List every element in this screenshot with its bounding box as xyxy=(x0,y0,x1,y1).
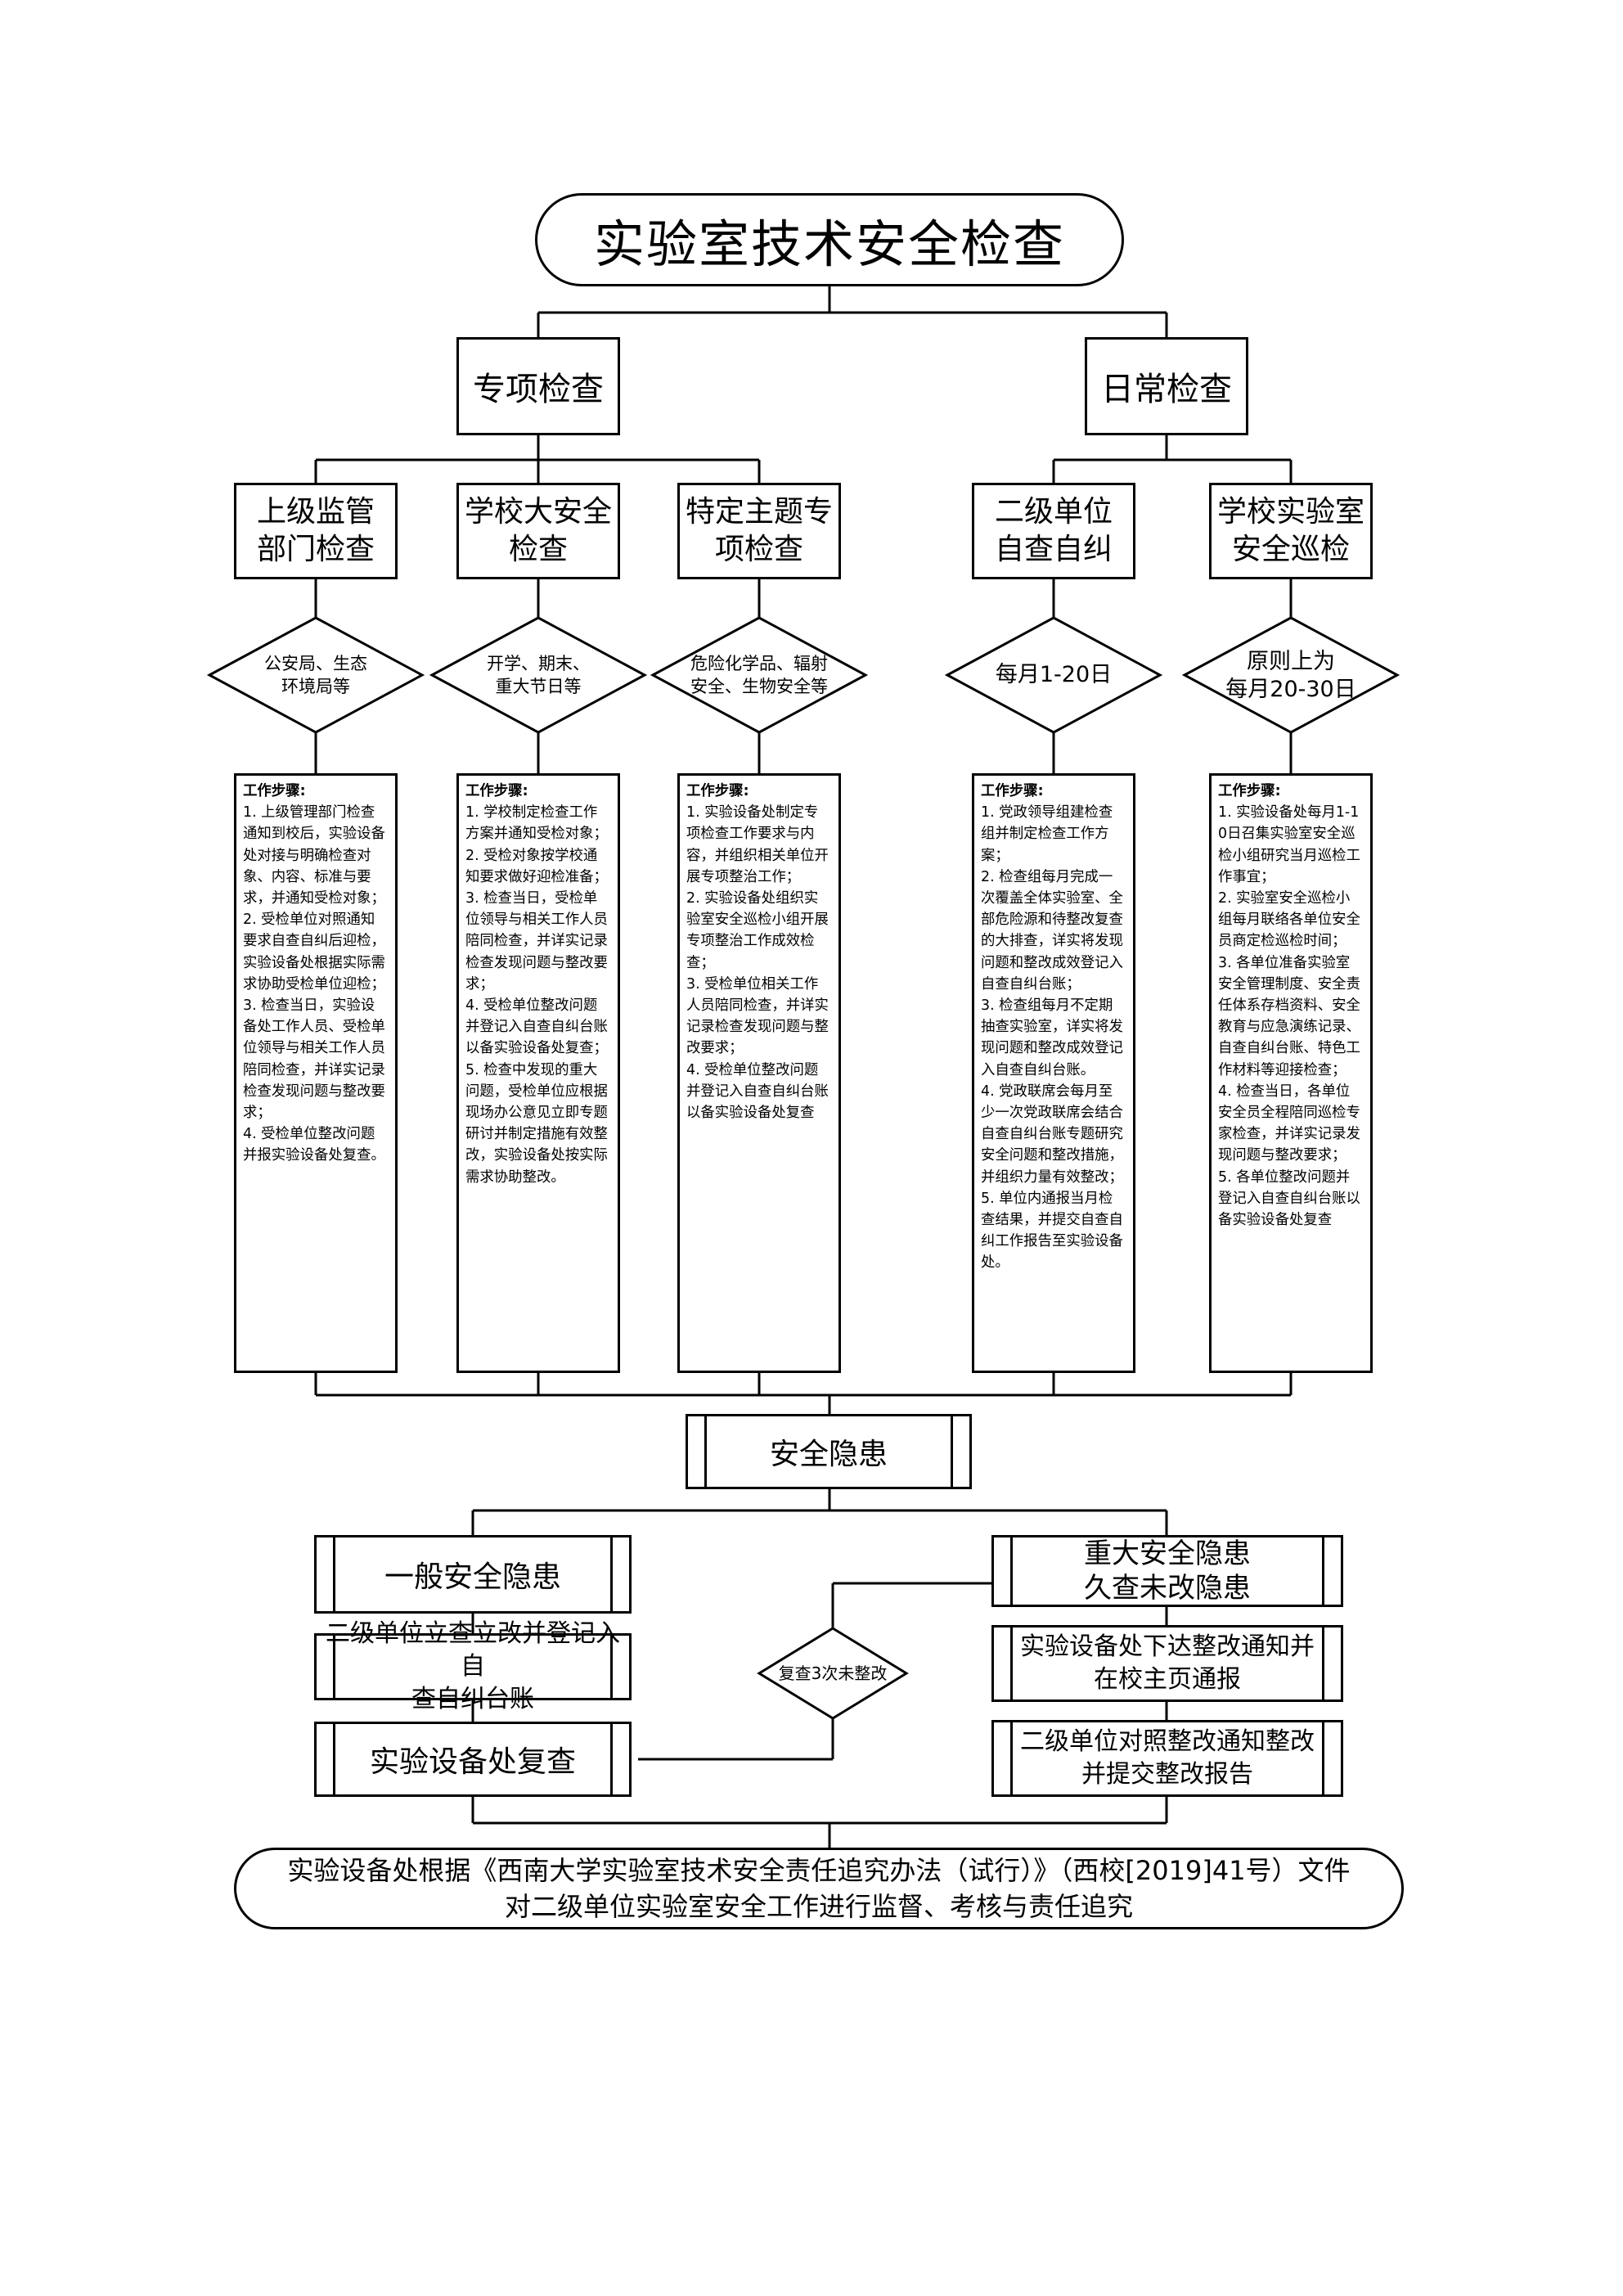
steps-heading: 工作步骤: xyxy=(981,783,1044,799)
condition-diamond xyxy=(650,616,869,734)
general-hazard-box: 一般安全隐患 xyxy=(314,1535,632,1614)
column-label: 学校实验室 安全巡检 xyxy=(1216,495,1364,566)
daily-inspection-label: 日常检查 xyxy=(1101,371,1232,408)
column-box-themed: 特定主题专 项检查 xyxy=(677,483,841,579)
major-step-report-box: 二级单位对照整改通知整改 并提交整改报告 xyxy=(991,1720,1343,1797)
condition-label: 危险化学品、辐射 安全、生物安全等 xyxy=(690,654,828,696)
chart-title-text: 实验室技术安全检查 xyxy=(593,214,1065,274)
column-label: 特定主题专 项检查 xyxy=(685,495,833,566)
general-step-recheck-label: 实验设备处复查 xyxy=(369,1745,576,1779)
steps-text: 1. 上级管理部门检查通知到校后，实验设备处对接与明确检查对象、内容、标准与要求… xyxy=(243,804,385,1164)
major-step-report-label: 二级单位对照整改通知整改 并提交整改报告 xyxy=(1020,1727,1315,1789)
condition-label: 公安局、生态 环境局等 xyxy=(264,654,367,696)
general-hazard-label: 一般安全隐患 xyxy=(384,1560,561,1594)
accountability-footer-text: 实验设备处根据《西南大学实验室技术安全责任追究办法（试行）》（西校[2019]4… xyxy=(287,1855,1351,1922)
major-step-notice-box: 实验设备处下达整改通知并 在校主页通报 xyxy=(991,1625,1343,1702)
safety-hazard-box: 安全隐患 xyxy=(686,1414,972,1489)
steps-heading: 工作步骤: xyxy=(1218,783,1281,799)
steps-text: 1. 实验设备处每月1-10日召集实验室安全巡检小组研究当月巡检工作事宜； 2.… xyxy=(1218,804,1360,1229)
steps-heading: 工作步骤: xyxy=(243,783,306,799)
steps-box-superior: 工作步骤: 1. 上级管理部门检查通知到校后，实验设备处对接与明确检查对象、内容… xyxy=(234,773,398,1373)
column-label: 上级监管 部门检查 xyxy=(256,495,375,566)
steps-text: 1. 党政领导组建检查组并制定检查工作方案； 2. 检查组每月完成一次覆盖全体实… xyxy=(981,804,1123,1272)
major-hazard-box: 重大安全隐患 久查未改隐患 xyxy=(991,1535,1343,1607)
steps-text: 1. 学校制定检查工作方案并通知受检对象； 2. 受检对象按学校通知要求做好迎检… xyxy=(465,804,608,1186)
steps-heading: 工作步骤: xyxy=(465,783,528,799)
special-inspection-box: 专项检查 xyxy=(456,337,620,435)
general-step-rectify-box: 二级单位立查立改并登记入自 查自纠台账 xyxy=(314,1619,632,1713)
steps-text: 1. 实验设备处制定专项检查工作要求与内容，并组织相关单位开展专项整治工作； 2… xyxy=(686,804,829,1122)
column-label: 学校大安全 检查 xyxy=(464,495,612,566)
condition-diamond xyxy=(429,616,648,734)
steps-box-themed: 工作步骤: 1. 实验设备处制定专项检查工作要求与内容，并组织相关单位开展专项整… xyxy=(677,773,841,1373)
column-box-patrol: 学校实验室 安全巡检 xyxy=(1209,483,1373,579)
major-hazard-label: 重大安全隐患 久查未改隐患 xyxy=(1084,1537,1251,1605)
accountability-footer: 实验设备处根据《西南大学实验室技术安全责任追究办法（试行）》（西校[2019]4… xyxy=(234,1848,1404,1929)
special-inspection-label: 专项检查 xyxy=(473,371,604,408)
steps-box-self-check: 工作步骤: 1. 党政领导组建检查组并制定检查工作方案； 2. 检查组每月完成一… xyxy=(972,773,1135,1373)
condition-diamond xyxy=(944,616,1163,734)
steps-box-patrol: 工作步骤: 1. 实验设备处每月1-10日召集实验室安全巡检小组研究当月巡检工作… xyxy=(1209,773,1373,1373)
column-box-superior: 上级监管 部门检查 xyxy=(234,483,398,579)
column-box-school-safety: 学校大安全 检查 xyxy=(456,483,620,579)
condition-diamond xyxy=(206,616,425,734)
condition-label: 开学、期末、 重大节日等 xyxy=(487,654,590,696)
general-step-rectify-label: 二级单位立查立改并登记入自 查自纠台账 xyxy=(326,1619,620,1713)
column-box-self-check: 二级单位 自查自纠 xyxy=(972,483,1135,579)
general-step-recheck-box: 实验设备处复查 xyxy=(314,1722,632,1797)
daily-inspection-box: 日常检查 xyxy=(1085,337,1248,435)
chart-title: 实验室技术安全检查 xyxy=(535,193,1124,286)
recheck-condition-label: 复查3次未整改 xyxy=(778,1663,888,1683)
recheck-diamond xyxy=(757,1627,909,1720)
steps-box-school-safety: 工作步骤: 1. 学校制定检查工作方案并通知受检对象； 2. 受检对象按学校通知… xyxy=(456,773,620,1373)
condition-diamond xyxy=(1181,616,1400,734)
major-step-notice-label: 实验设备处下达整改通知并 在校主页通报 xyxy=(1020,1632,1315,1694)
condition-label: 每月1-20日 xyxy=(995,662,1113,687)
steps-heading: 工作步骤: xyxy=(686,783,749,799)
column-label: 二级单位 自查自纠 xyxy=(994,495,1113,566)
condition-label: 原则上为 每月20-30日 xyxy=(1225,649,1356,702)
safety-hazard-label: 安全隐患 xyxy=(769,1438,888,1471)
